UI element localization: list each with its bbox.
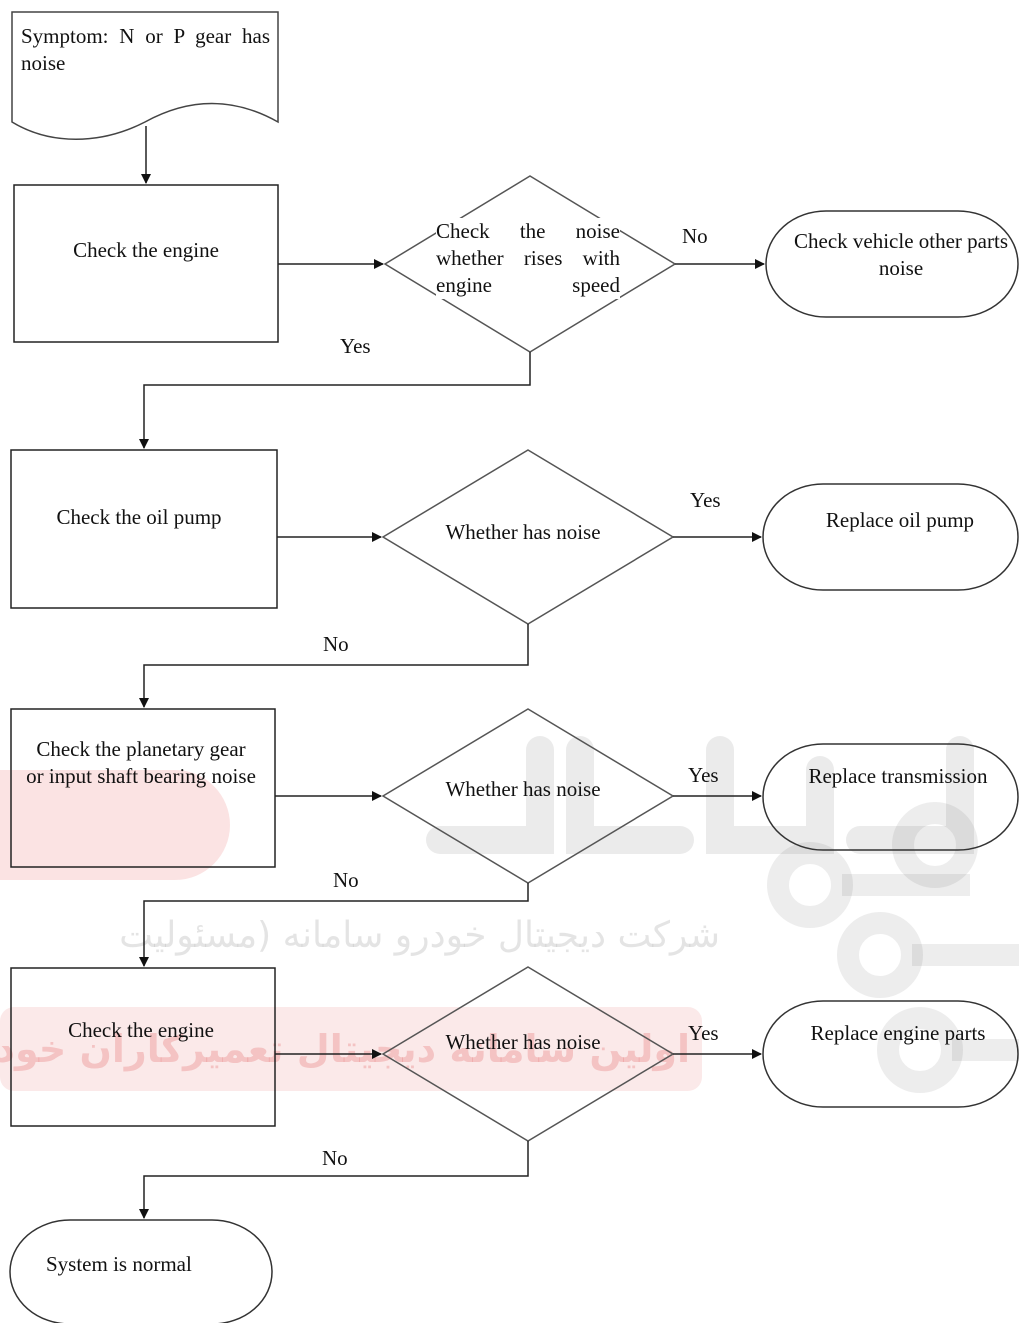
check-engine-1-box [13, 184, 279, 343]
edge-label-noise3-no: No [322, 1146, 348, 1170]
edge-noise3-no [139, 1141, 529, 1219]
edge-label-noise1-yes: Yes [690, 488, 721, 512]
system-normal-text: System is normal [46, 1252, 192, 1276]
symptom-text: Symptom: N or P gear has noise [21, 24, 270, 75]
watermark-band: اولین سامانه دیجیتال تعمیرکاران خودرو [0, 1007, 702, 1091]
replace-transmission-text: Replace transmission [808, 764, 988, 788]
check-oil-pump-box [10, 449, 278, 609]
decision-noise-1-text: Whether has noise [445, 520, 601, 544]
system-normal-terminator [9, 1219, 273, 1323]
check-other-parts-text: Check vehicle other parts noise [794, 229, 1008, 280]
watermark-logo-shape [0, 770, 230, 880]
check-oil-pump-text: Check the oil pump [56, 505, 222, 529]
check-engine-2-text: Check the engine [68, 1018, 214, 1042]
replace-engine-parts-terminator [762, 1000, 1019, 1108]
edge-label-noise2-yes: Yes [688, 763, 719, 787]
replace-transmission-terminator [762, 743, 1019, 851]
edge-noise2-no [139, 883, 529, 967]
decision-rises-text: Check the noise whether rises with engin… [436, 218, 620, 299]
watermark-subtitle: شرکت دیجیتال خودرو سامانه (مسئولیت [119, 915, 720, 956]
replace-oil-pump-text: Replace oil pump [825, 508, 975, 532]
edge-rises-yes [139, 352, 531, 449]
watermark-circuit-icon [767, 802, 1019, 1093]
edge-label-noise2-no: No [333, 868, 359, 892]
edge-noise1-no [139, 624, 529, 708]
replace-engine-parts-text: Replace engine parts [810, 1021, 986, 1045]
edge-label-noise3-yes: Yes [688, 1021, 719, 1045]
check-planetary-text: Check the planetary gear or input shaft … [26, 737, 256, 788]
replace-oil-pump-terminator [762, 483, 1019, 591]
edge-label-rises-no: No [682, 224, 708, 248]
watermark-logo-text [420, 690, 980, 890]
check-other-parts-terminator [765, 210, 1019, 318]
decision-noise-2-text: Whether has noise [445, 777, 601, 801]
symptom-shape [11, 11, 279, 140]
edge-label-rises-yes: Yes [340, 334, 371, 358]
check-engine-1-text: Check the engine [73, 238, 219, 262]
edge-label-noise1-no: No [323, 632, 349, 656]
check-planetary-box [10, 708, 276, 868]
check-engine-2-box [10, 967, 276, 1127]
decision-noise-3-text: Whether has noise [445, 1030, 601, 1054]
